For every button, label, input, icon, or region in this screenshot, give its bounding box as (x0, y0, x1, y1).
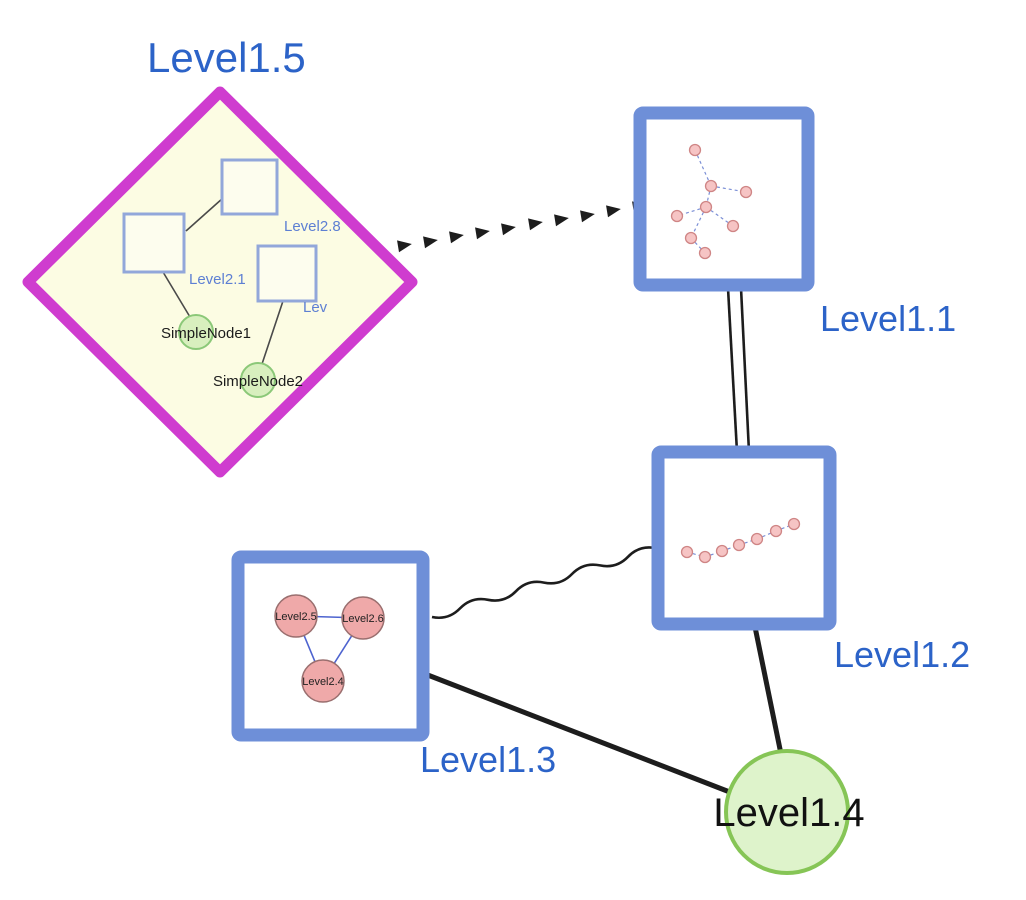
inner-node-label: Level2.8 (284, 218, 341, 235)
simple-node-2[interactable] (240, 362, 276, 398)
inner-node-label: Level2.4 (302, 676, 344, 688)
mini-node[interactable] (670, 209, 684, 223)
mini-node[interactable] (688, 143, 702, 157)
level12-label: Level1.2 (834, 634, 970, 675)
simple-node-1-label: SimpleNode1 (161, 325, 251, 342)
node-level14[interactable] (724, 749, 850, 875)
inner-node-level25[interactable] (274, 594, 318, 638)
inner-node-label: Level2.5 (275, 611, 317, 623)
group-node-level11[interactable] (633, 106, 815, 292)
level13-shape[interactable] (231, 550, 430, 742)
arrowhead-icon (554, 214, 569, 227)
arrowhead-icon (501, 223, 516, 236)
level11-inner-graph (670, 143, 753, 260)
group-node-level13[interactable]: Level2.5 Level2.6 Level2.4 (231, 550, 430, 742)
arrowhead-icon (580, 210, 595, 223)
mini-node[interactable] (769, 524, 783, 538)
arrowhead-icon (475, 227, 490, 240)
inner-node-label: Level2.6 (342, 613, 384, 625)
edge-level13-level12[interactable] (431, 546, 657, 620)
mini-node[interactable] (684, 231, 698, 245)
inner-node-label: Lev (303, 299, 328, 316)
inner-edge[interactable] (162, 271, 191, 318)
inner-node-level24[interactable] (301, 659, 345, 703)
edge-level11-level12[interactable] (726, 287, 751, 453)
mini-node[interactable] (726, 219, 740, 233)
simple-node-2-label: SimpleNode2 (213, 373, 303, 390)
inner-edge[interactable] (261, 300, 284, 365)
edge-level13-level14[interactable] (419, 669, 741, 799)
level14-label: Level1.4 (713, 791, 864, 835)
inner-node-level21[interactable] (122, 212, 186, 274)
mini-node[interactable] (704, 179, 718, 193)
level15-label: Level1.5 (147, 34, 306, 81)
mini-node[interactable] (699, 200, 713, 214)
inner-node-level26[interactable] (341, 596, 385, 640)
edge-level15-level11[interactable] (397, 199, 648, 253)
level11-label: Level1.1 (820, 298, 956, 339)
edge-level12-level14[interactable] (751, 621, 784, 755)
arrowhead-icon (423, 236, 438, 249)
group-node-level12[interactable] (651, 445, 837, 631)
mini-node[interactable] (698, 246, 712, 260)
mini-node[interactable] (680, 545, 694, 559)
arrowhead-icon (528, 218, 543, 231)
mini-node[interactable] (739, 185, 753, 199)
level13-label: Level1.3 (420, 739, 556, 780)
level12-inner-graph (680, 517, 801, 564)
inner-node-label: Level2.1 (189, 271, 246, 288)
inner-node-level28[interactable] (220, 158, 279, 216)
level11-shape[interactable] (633, 106, 815, 292)
level13-inner-graph: Level2.5 Level2.6 Level2.4 (274, 594, 385, 703)
level14-shape[interactable] (724, 749, 850, 875)
arrowhead-icon (397, 240, 412, 253)
level12-shape[interactable] (651, 445, 837, 631)
diamond-shape[interactable] (22, 86, 418, 478)
mini-node[interactable] (715, 544, 729, 558)
arrowhead-icon (606, 205, 621, 218)
mini-node[interactable] (732, 538, 746, 552)
mini-node[interactable] (698, 550, 712, 564)
inner-edge[interactable] (185, 197, 224, 232)
inner-node-lev[interactable] (256, 244, 318, 303)
mini-node[interactable] (750, 532, 764, 546)
simple-node-1[interactable] (178, 314, 214, 350)
group-node-level15[interactable]: Level2.8 Level2.1 Lev SimpleNode1 Simple… (22, 86, 418, 478)
mini-edge[interactable] (694, 149, 712, 187)
mini-node[interactable] (787, 517, 801, 531)
arrowhead-icon (449, 231, 464, 244)
